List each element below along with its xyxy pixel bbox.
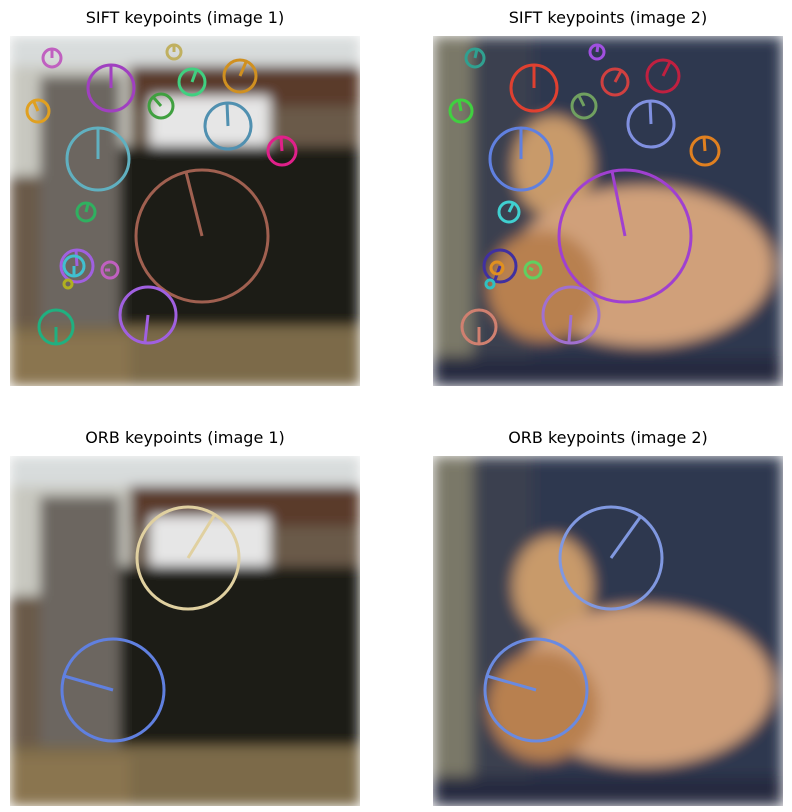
panel-sift-image-2: SIFT keypoints (image 2)	[433, 4, 783, 386]
orb-keypoints	[483, 505, 664, 743]
panel-title: ORB keypoints (image 1)	[85, 428, 285, 447]
keypoint-image	[10, 456, 360, 806]
keypoint-image	[433, 456, 783, 806]
image-frame	[10, 456, 360, 806]
image-frame	[433, 456, 783, 806]
panel-title: SIFT keypoints (image 2)	[508, 8, 708, 27]
background-photo	[433, 456, 783, 806]
panel-title: SIFT keypoints (image 1)	[85, 8, 285, 27]
image-frame	[433, 36, 783, 386]
panel-sift-image-1: SIFT keypoints (image 1)	[10, 4, 360, 386]
panel-title: ORB keypoints (image 2)	[508, 428, 708, 447]
orb-keypoints	[60, 505, 241, 743]
panel-orb-image-1: ORB keypoints (image 1)	[10, 424, 360, 806]
image-frame	[10, 36, 360, 386]
background-photo	[10, 456, 360, 806]
background-photo	[433, 36, 783, 386]
sift-keypoints	[448, 43, 721, 346]
background-photo	[10, 36, 360, 386]
keypoint-image	[10, 36, 360, 386]
keypoint-image	[433, 36, 783, 386]
panel-orb-image-2: ORB keypoints (image 2)	[433, 424, 783, 806]
sift-keypoints	[25, 43, 298, 346]
